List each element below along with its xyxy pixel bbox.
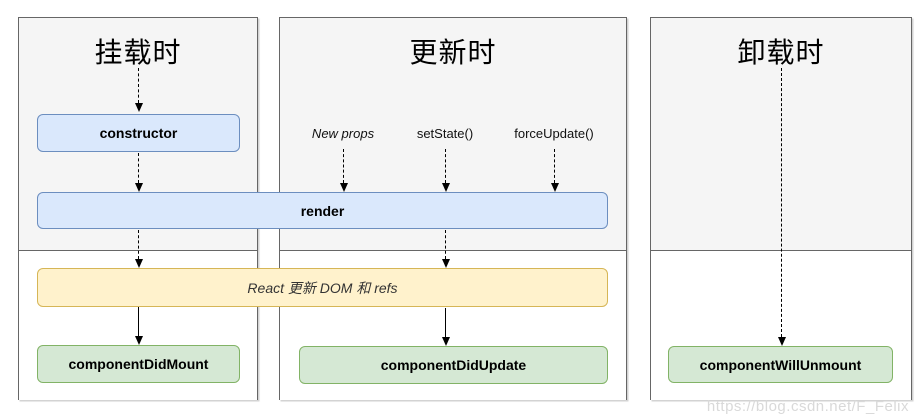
arrow-render-to-dom-update-mount bbox=[134, 230, 143, 268]
forceupdate-label: forceUpdate() bbox=[514, 126, 594, 141]
arrow-forceupdate-to-render bbox=[550, 149, 559, 192]
arrow-mounting-title-to-constructor bbox=[134, 68, 143, 112]
watermark-url: https://blog.csdn.net/F_Felix bbox=[706, 398, 909, 415]
arrow-render-to-dom-update-update bbox=[441, 230, 450, 268]
arrow-constructor-to-render bbox=[134, 153, 143, 192]
component-did-update-node: componentDidUpdate bbox=[299, 346, 608, 384]
component-did-mount-node: componentDidMount bbox=[37, 345, 240, 383]
constructor-node: constructor bbox=[37, 114, 240, 152]
render-node: render bbox=[37, 192, 608, 229]
updating-title: 更新时 bbox=[409, 37, 497, 68]
arrow-new-props-to-render bbox=[339, 149, 348, 192]
unmounting-title: 卸载时 bbox=[737, 37, 825, 68]
arrow-dom-update-to-did-update bbox=[441, 308, 450, 346]
arrow-setstate-to-render bbox=[441, 149, 450, 192]
component-will-unmount-node: componentWillUnmount bbox=[668, 346, 893, 383]
arrow-unmounting-title-to-will-unmount bbox=[777, 68, 786, 346]
arrow-dom-update-to-did-mount bbox=[134, 307, 143, 345]
mounting-title: 挂载时 bbox=[94, 37, 182, 68]
react-dom-update-node: React 更新 DOM 和 refs bbox=[37, 268, 608, 307]
new-props-label: New props bbox=[311, 126, 375, 141]
setstate-label: setState() bbox=[416, 126, 474, 141]
